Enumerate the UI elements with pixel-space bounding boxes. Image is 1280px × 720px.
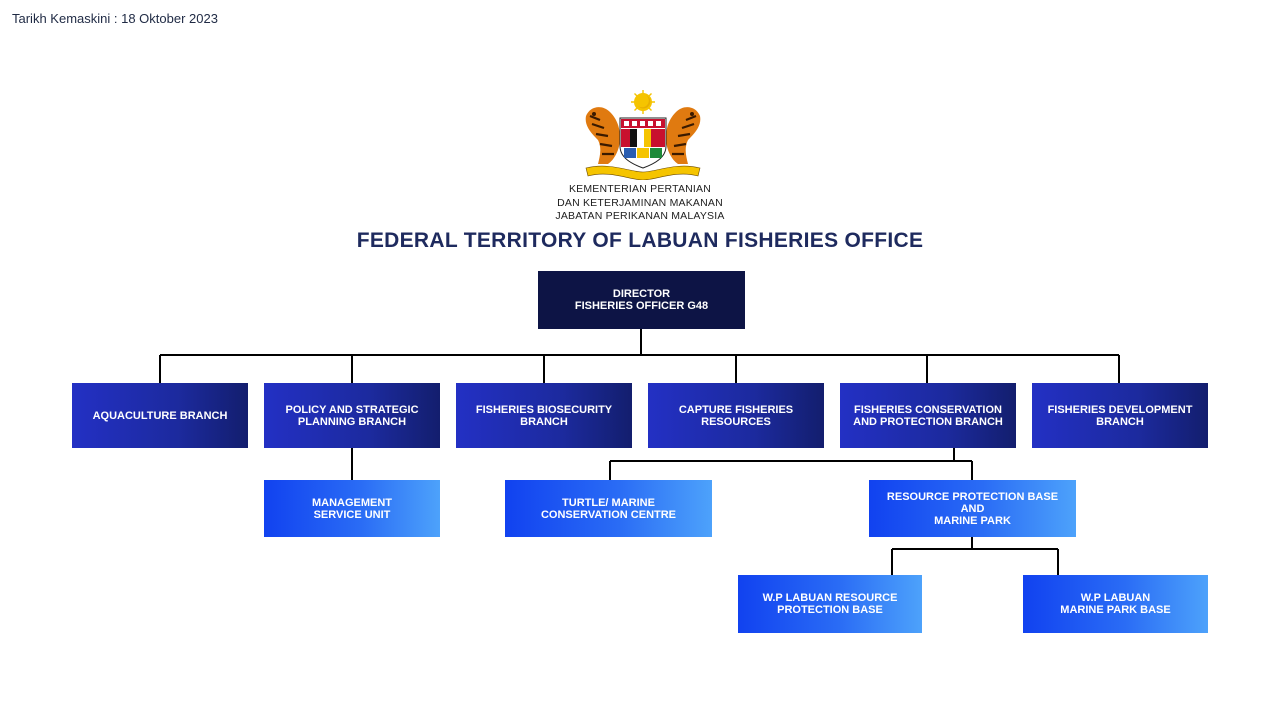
resource-protection-base-box: RESOURCE PROTECTION BASE AND MARINE PARK [869, 480, 1076, 537]
conservation-protection-branch-box: FISHERIES CONSERVATION AND PROTECTION BR… [840, 383, 1016, 448]
development-branch-box: FISHERIES DEVELOPMENT BRANCH [1032, 383, 1208, 448]
director-box: DIRECTOR FISHERIES OFFICER G48 [538, 271, 745, 329]
policy-planning-branch-box: POLICY AND STRATEGIC PLANNING BRANCH [264, 383, 440, 448]
wp-labuan-marine-park-box: W.P LABUAN MARINE PARK BASE [1023, 575, 1208, 633]
ministry-name-block: KEMENTERIAN PERTANIAN DAN KETERJAMINAN M… [520, 183, 760, 224]
motto-ribbon [585, 165, 701, 180]
biosecurity-branch-box: FISHERIES BIOSECURITY BRANCH [456, 383, 632, 448]
management-service-unit-box: MANAGEMENT SERVICE UNIT [264, 480, 440, 537]
star-icon [631, 90, 655, 114]
org-chart-title: FEDERAL TERRITORY OF LABUAN FISHERIES OF… [356, 229, 924, 252]
last-updated-date: Tarikh Kemaskini : 18 Oktober 2023 [12, 11, 218, 26]
shield-icon [619, 117, 667, 169]
malaysia-coat-of-arms-logo [585, 90, 701, 180]
ministry-line-2: DAN KETERJAMINAN MAKANAN [557, 196, 723, 209]
wp-labuan-resource-protection-box: W.P LABUAN RESOURCE PROTECTION BASE [738, 575, 922, 633]
turtle-conservation-centre-box: TURTLE/ MARINE CONSERVATION CENTRE [505, 480, 712, 537]
aquaculture-branch-box: AQUACULTURE BRANCH [72, 383, 248, 448]
capture-fisheries-box: CAPTURE FISHERIES RESOURCES [648, 383, 824, 448]
left-tiger-icon [585, 107, 620, 164]
ministry-line-1: KEMENTERIAN PERTANIAN [568, 183, 712, 195]
right-tiger-icon [666, 107, 701, 164]
ministry-line-3: JABATAN PERIKANAN MALAYSIA [555, 210, 725, 222]
